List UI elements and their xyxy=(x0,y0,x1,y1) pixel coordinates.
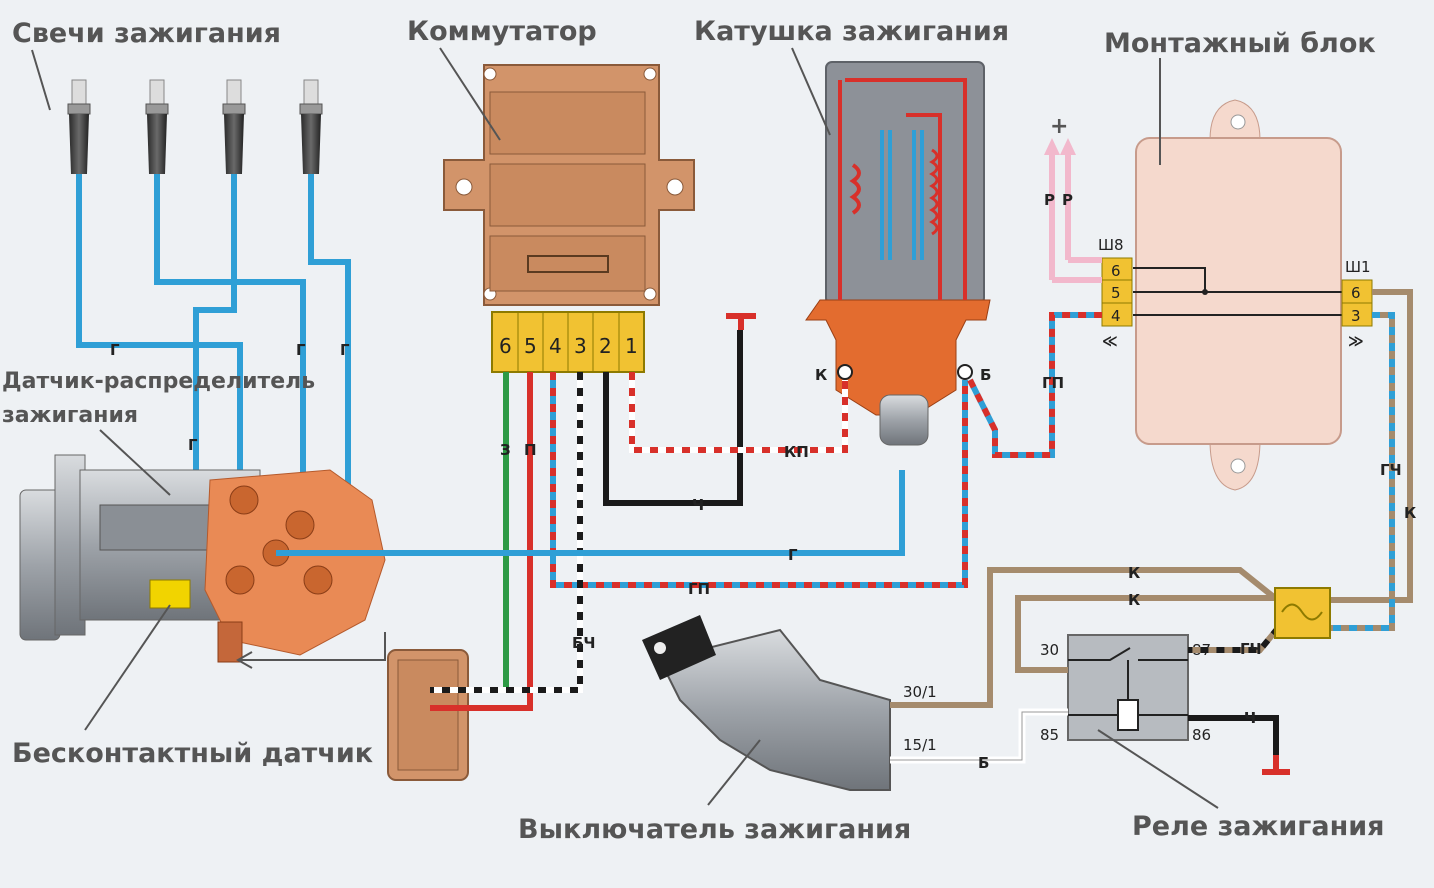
commutator-pin: 5 xyxy=(524,334,537,358)
block-arrow-right: ≫ xyxy=(1348,332,1364,350)
wire-label: Р xyxy=(1062,191,1073,209)
wire-label: Г xyxy=(296,341,306,359)
wire-label: Ч xyxy=(692,496,704,514)
callouts: Свечи зажигания Коммутатор Катушка зажиг… xyxy=(2,16,1385,845)
distributor xyxy=(19,454,386,669)
fuse-connector xyxy=(1274,587,1331,639)
commutator-pins: 6 5 4 3 2 1 xyxy=(499,312,638,372)
switch-terminal-15-1: 15/1 xyxy=(903,736,937,754)
wire-label: КП xyxy=(784,443,809,461)
label-distributor-1: Датчик-распределитель xyxy=(2,369,315,394)
power-feed: + Р Р xyxy=(1044,114,1102,283)
wire-label: Г xyxy=(340,341,350,359)
wire-label: ГП xyxy=(688,580,710,598)
label-spark-plugs: Свечи зажигания xyxy=(12,18,281,49)
label-distributor-2: зажигания xyxy=(2,403,138,428)
label-mount-block: Монтажный блок xyxy=(1104,28,1376,59)
block-pin: 5 xyxy=(1111,284,1121,302)
wire-label: Г xyxy=(788,546,798,564)
wire-label: БЧ xyxy=(572,634,596,652)
block-pin: 6 xyxy=(1351,284,1361,302)
wire-label: З xyxy=(500,441,511,459)
commutator-pin: 6 xyxy=(499,334,512,358)
ignition-relay: 30 87 85 86 xyxy=(1040,634,1211,744)
coil-terminal-b: Б xyxy=(980,366,991,384)
wire-label: Р xyxy=(1044,191,1055,209)
spark-plug xyxy=(145,79,169,174)
block-connector-sh8: Ш8 xyxy=(1098,236,1124,254)
wire-label: Б xyxy=(978,754,989,772)
ignition-coil: К Б xyxy=(805,61,991,446)
label-ignition-relay: Реле зажигания xyxy=(1132,811,1385,842)
ignition-switch xyxy=(642,615,891,791)
label-ignition-switch: Выключатель зажигания xyxy=(518,814,911,845)
callout-lines xyxy=(31,47,1219,809)
relay-terminal-85: 85 xyxy=(1040,726,1059,744)
label-ignition-coil: Катушка зажигания xyxy=(694,16,1009,47)
wire-label: К xyxy=(1128,564,1141,582)
commutator-pin: 1 xyxy=(625,334,638,358)
spark-plug xyxy=(299,79,323,174)
block-pin: 6 xyxy=(1111,262,1121,280)
plus-sign: + xyxy=(1050,114,1068,139)
relay-terminal-30: 30 xyxy=(1040,641,1059,659)
commutator-pin: 4 xyxy=(549,334,562,358)
wire-labels: Г Г Г Г Г З П КП Ч ГП ГП БЧ К К К ГЧ ГЧ … xyxy=(110,341,1417,772)
wire-label: ГЧ xyxy=(1240,640,1262,658)
wire-label: К xyxy=(1404,504,1417,522)
commutator-pin: 2 xyxy=(599,334,612,358)
label-sensor: Бесконтактный датчик xyxy=(12,738,373,769)
label-commutator: Коммутатор xyxy=(407,16,597,47)
spark-plug xyxy=(222,79,246,174)
relay-terminal-86: 86 xyxy=(1192,726,1211,744)
wire-label: К xyxy=(1128,591,1141,609)
switch-terminals: 30/1 15/1 xyxy=(903,683,937,754)
block-pin: 4 xyxy=(1111,307,1121,325)
block-pin: 3 xyxy=(1351,307,1361,325)
wires xyxy=(276,289,1413,775)
spark-plugs xyxy=(67,79,323,174)
block-connector-sh1: Ш1 xyxy=(1345,258,1371,276)
mounting-block: Ш8 6 5 4 Ш1 6 3 ≪ ≫ xyxy=(1098,99,1373,491)
wire-label: ГП xyxy=(1042,374,1064,392)
commutator-pin: 3 xyxy=(574,334,587,358)
wire-label: Ч xyxy=(1244,709,1256,727)
sensor-connector xyxy=(387,649,469,781)
block-arrow-left: ≪ xyxy=(1102,332,1118,350)
wire-label: Г xyxy=(188,436,198,454)
switch-terminal-30-1: 30/1 xyxy=(903,683,937,701)
wire-label: П xyxy=(524,441,537,459)
wire-label: Г xyxy=(110,341,120,359)
wire-label: ГЧ xyxy=(1380,461,1402,479)
spark-plug xyxy=(67,79,91,174)
coil-terminal-k: К xyxy=(815,366,828,384)
